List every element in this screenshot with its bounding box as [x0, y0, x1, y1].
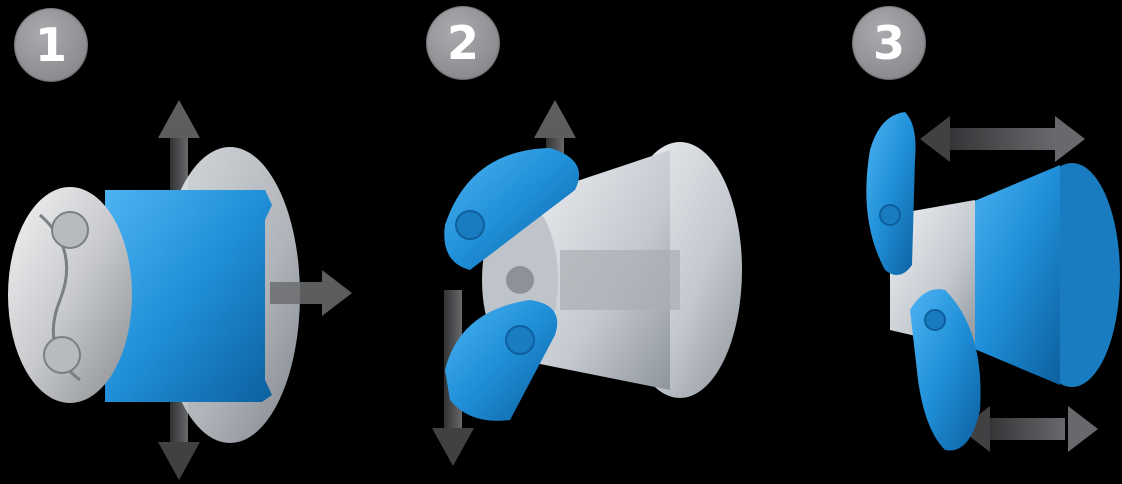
assembly-step-2-illustration — [432, 100, 742, 466]
horizontal-double-arrow-top-icon — [920, 116, 1085, 162]
assembly-step-1-illustration — [8, 100, 352, 480]
blue-wing-upper-3 — [866, 112, 915, 275]
blue-cap-body — [965, 165, 1060, 385]
step-1-badge: 1 — [14, 8, 88, 82]
horizontal-double-arrow-bottom-icon — [960, 406, 1098, 452]
assembly-step-3-illustration — [866, 112, 1120, 452]
step-3-badge: 3 — [852, 6, 926, 80]
step-2-badge: 2 — [426, 6, 500, 80]
